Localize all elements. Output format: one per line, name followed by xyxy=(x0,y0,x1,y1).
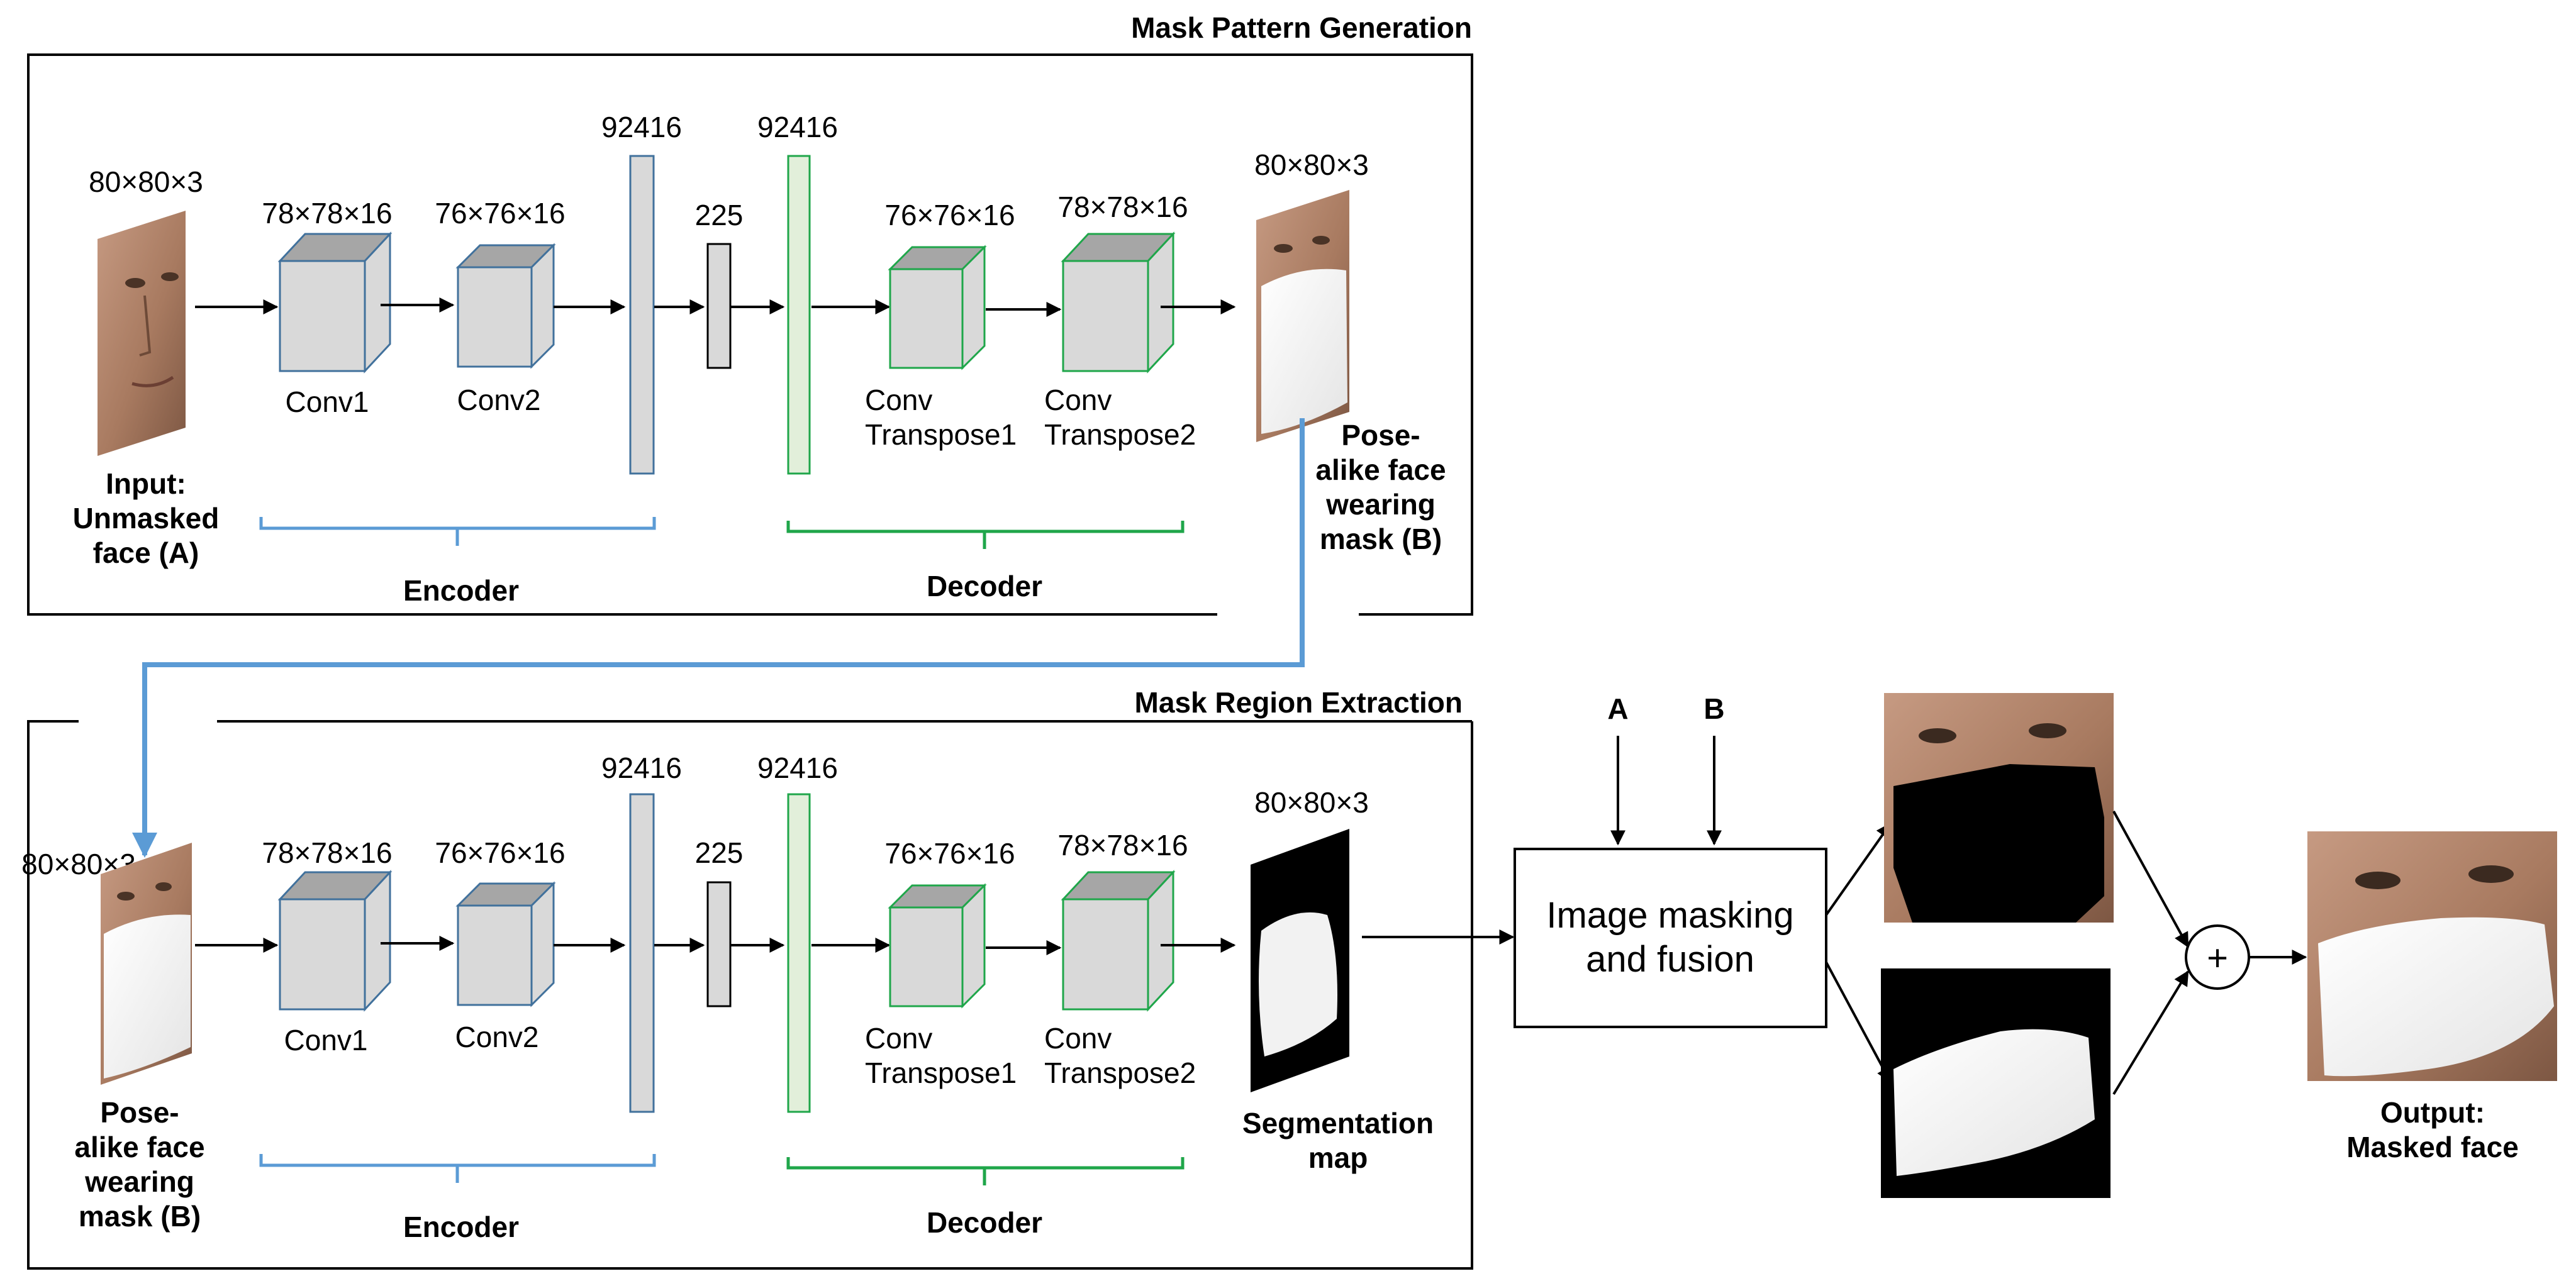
top-output-label-3: wearing xyxy=(1325,488,1436,521)
bottom-flat1-dim: 92416 xyxy=(601,751,682,784)
top-input-dim: 80×80×3 xyxy=(89,165,203,198)
arrow-mask-part-to-plus xyxy=(2112,970,2189,1095)
output-label-2: Masked face xyxy=(2346,1131,2519,1163)
fusion-plus-symbol: + xyxy=(2207,938,2228,979)
top-conv1-dim: 78×78×16 xyxy=(262,197,392,230)
fusion-stage: A B Image masking and fusion + xyxy=(1362,692,2557,1198)
bottom-encoder-label: Encoder xyxy=(403,1211,519,1243)
top-flat2-dim: 92416 xyxy=(757,111,838,143)
bottom-conv1-label: Conv1 xyxy=(284,1024,368,1056)
bottom-decoder-label: Decoder xyxy=(927,1206,1042,1239)
fusion-box-label-2: and fusion xyxy=(1586,939,1754,980)
bottom-input-masked-face-image xyxy=(101,843,192,1085)
top-input-label-2: Unmasked xyxy=(73,502,220,535)
top-panel: Mask Pattern Generation 80×80×3 Input: U… xyxy=(27,11,1473,616)
bottom-convt2-label-1: Conv xyxy=(1044,1022,1112,1055)
fusion-box-label-1: Image masking xyxy=(1546,895,1793,936)
bottom-output-label-2: map xyxy=(1308,1141,1368,1174)
top-encoder-label: Encoder xyxy=(403,574,519,607)
top-input-label-3: face (A) xyxy=(93,536,199,569)
bottom-encoder-brace xyxy=(259,1154,656,1183)
bottom-panel-title: Mask Region Extraction xyxy=(1135,686,1463,719)
top-output-label-2: alike face xyxy=(1315,453,1446,486)
output-label-1: Output: xyxy=(2380,1096,2485,1129)
bottom-convt2-dim: 78×78×16 xyxy=(1057,829,1188,862)
top-input-face-image xyxy=(98,211,186,456)
bottom-output-dim: 80×80×3 xyxy=(1254,786,1369,819)
output-masked-face-image xyxy=(2307,831,2557,1081)
bottom-conv2-dim: 76×76×16 xyxy=(435,836,565,869)
bottom-bottleneck-dim: 225 xyxy=(695,836,744,869)
top-conv2-label: Conv2 xyxy=(457,384,541,416)
bottom-conv1-cube xyxy=(277,870,393,1012)
bottom-convt1-label-1: Conv xyxy=(865,1022,932,1055)
top-conv2-cube xyxy=(455,243,556,369)
bottom-flat2-dim: 92416 xyxy=(757,751,838,784)
bottom-convt2-label-2: Transpose2 xyxy=(1044,1056,1196,1089)
top-output-dim: 80×80×3 xyxy=(1254,148,1369,181)
top-input-label-1: Input: xyxy=(106,467,186,500)
bottom-panel: Mask Region Extraction 80×80×3 Pose- ali… xyxy=(21,686,1473,1270)
top-conv2-dim: 76×76×16 xyxy=(435,197,565,230)
top-decoder-label: Decoder xyxy=(927,570,1042,602)
top-flat1-dim: 92416 xyxy=(601,111,682,143)
top-convt2-label-2: Transpose2 xyxy=(1044,418,1196,451)
bottom-convt1-label-2: Transpose1 xyxy=(865,1056,1017,1089)
mask-region-image xyxy=(1881,968,2110,1198)
top-convt2-cube xyxy=(1061,231,1176,374)
bottom-input-label-3: wearing xyxy=(84,1165,194,1198)
connector-top-to-bottom xyxy=(132,418,1305,858)
bottom-convt2-cube xyxy=(1061,870,1176,1012)
arrow-face-part-to-plus xyxy=(2112,811,2189,948)
top-decoder-brace xyxy=(786,521,1185,549)
bottom-conv2-cube xyxy=(455,881,556,1007)
top-flat1-bar xyxy=(629,155,655,475)
top-convt1-dim: 76×76×16 xyxy=(884,199,1015,231)
top-conv1-label: Conv1 xyxy=(286,385,369,418)
top-convt2-label-1: Conv xyxy=(1044,384,1112,416)
image-masking-fusion-box xyxy=(1514,848,1827,1028)
top-bottleneck-bar xyxy=(706,243,732,369)
top-bottleneck-dim: 225 xyxy=(695,199,744,231)
top-convt1-label-2: Transpose1 xyxy=(865,418,1017,451)
bottom-convt1-cube xyxy=(888,883,987,1009)
fusion-input-b-label: B xyxy=(1703,692,1724,725)
top-output-masked-face-image xyxy=(1256,190,1349,442)
bottom-flat2-bar xyxy=(787,793,811,1113)
bottom-bottleneck-bar xyxy=(706,881,732,1007)
top-convt1-cube xyxy=(888,245,987,370)
bottom-conv2-label: Conv2 xyxy=(455,1021,539,1053)
top-convt2-dim: 78×78×16 xyxy=(1057,191,1188,223)
arrow-fusion-to-face-part xyxy=(1825,823,1892,916)
bottom-input-label-4: mask (B) xyxy=(79,1200,201,1233)
top-output-label-4: mask (B) xyxy=(1320,523,1442,555)
bottom-panel-frame xyxy=(27,720,1473,1270)
segmentation-map-image xyxy=(1251,829,1349,1092)
bottom-decoder-brace xyxy=(786,1157,1185,1185)
top-conv1-cube xyxy=(277,231,393,374)
top-panel-frame xyxy=(27,53,1473,616)
top-flat2-bar xyxy=(787,155,811,475)
bottom-output-label-1: Segmentation xyxy=(1242,1107,1434,1140)
face-region-image xyxy=(1884,693,2114,923)
top-convt1-label-1: Conv xyxy=(865,384,932,416)
top-encoder-brace xyxy=(259,517,656,546)
top-panel-title: Mask Pattern Generation xyxy=(1131,11,1472,44)
bottom-flat1-bar xyxy=(629,793,655,1113)
top-output-label-1: Pose- xyxy=(1341,419,1420,452)
fusion-input-a-label: A xyxy=(1607,692,1628,725)
arrow-fusion-to-mask-part xyxy=(1825,962,1892,1084)
bottom-input-label-1: Pose- xyxy=(100,1096,179,1129)
bottom-input-label-2: alike face xyxy=(74,1131,204,1163)
bottom-convt1-dim: 76×76×16 xyxy=(884,837,1015,870)
bottom-conv1-dim: 78×78×16 xyxy=(262,836,392,869)
